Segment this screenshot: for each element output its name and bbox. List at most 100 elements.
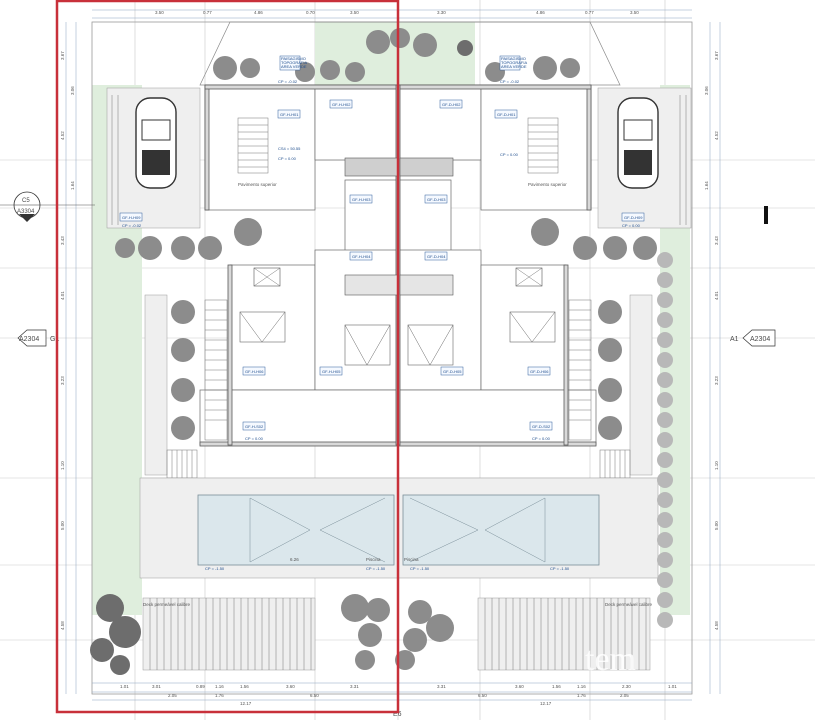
- room-tag: GF-H-H02: [332, 102, 351, 107]
- dim-label: 3.23: [714, 376, 719, 385]
- dim-label: 2.05: [168, 693, 177, 698]
- dim-right: 3.67 4.52 3.06 1.64 3.43 4.01 3.23 5.00 …: [704, 51, 719, 630]
- garden-tag: AREA VERDE: [501, 64, 527, 69]
- room-tag: GF-H-H05: [322, 369, 341, 374]
- dim-label: 3.43: [60, 236, 65, 245]
- walkway-left: [144, 294, 168, 476]
- dim-label: 3.50: [630, 10, 639, 15]
- dim-label: 4.52: [60, 131, 65, 140]
- dim-label: 3.43: [714, 236, 719, 245]
- level-tag: CP = -0.02: [278, 79, 298, 84]
- level-tag: CP = -0.02: [500, 79, 520, 84]
- elevation-letter-left: G1: [50, 336, 59, 343]
- pool-level-right: CP = -1.50: [410, 566, 430, 571]
- parking-left: [142, 597, 316, 671]
- dim-label: 12.17: [240, 701, 252, 706]
- highlight-selection-rectangle[interactable]: [55, 0, 400, 714]
- dim-label: 3.67: [60, 51, 65, 60]
- elevation-letter-right: A1: [730, 336, 739, 343]
- dim-label: 5.00: [714, 521, 719, 530]
- axis-label-bottom: E6: [393, 711, 402, 718]
- dim-label: 4.01: [60, 291, 65, 300]
- parking-label-left: Deck permeável calibre: [143, 602, 191, 607]
- room-tag: GF-H-H03: [352, 197, 371, 202]
- room-tag: GF-D-H04: [427, 254, 446, 259]
- pool-right-slope2: [484, 497, 546, 563]
- room-tags: GF-H-H01 GF-H-H02 GF-H-H03 GF-H-H04 GF-H…: [119, 99, 645, 431]
- dim-label: 5.00: [60, 521, 65, 530]
- dim-label: 4.58: [714, 621, 719, 630]
- pool-width-label: 6.26: [290, 557, 299, 562]
- level-tag: CP = 0.00: [622, 223, 641, 228]
- level-annotations: CP = -0.02 CS4 = 50.55 CP = 0.00 CP = -0…: [122, 55, 641, 441]
- dim-top: 3.50 0.77 4.86 0.70 3.50 3.30 4.86 0.77 …: [155, 10, 639, 15]
- garden-tag: TOPOGRAFIA: [281, 60, 307, 65]
- pool-left: [197, 494, 395, 566]
- dim-label: 3.06: [704, 86, 709, 95]
- level-tag: CS4 = 50.55: [278, 146, 301, 151]
- dim-label: 1.56: [240, 684, 249, 689]
- parking-label-right: Deck permeável calibre: [605, 602, 653, 607]
- watermark: tem: [585, 641, 636, 678]
- dim-label: 3.60: [286, 684, 295, 689]
- dim-label: 3.01: [152, 684, 161, 689]
- dim-label: 1.76: [577, 693, 586, 698]
- dim-label: 1.10: [714, 461, 719, 470]
- elevation-marker-right[interactable]: A1 A2304: [730, 329, 776, 347]
- dim-label: 0.77: [203, 10, 212, 15]
- dim-label: 3.23: [60, 376, 65, 385]
- elevation-ref-left: A2304: [19, 336, 39, 343]
- dim-label: 1.64: [70, 181, 75, 190]
- dim-label: 3.60: [515, 684, 524, 689]
- dim-label: 0.70: [306, 10, 315, 15]
- room-tag: GF-H-H06: [245, 369, 264, 374]
- dim-label: 1.56: [552, 684, 561, 689]
- walkway-right: [629, 294, 653, 476]
- section-cut-mark-right: [764, 206, 768, 224]
- stair-label-left: Pavimento superior: [238, 182, 277, 187]
- room-tag: GF-D-H09: [624, 215, 643, 220]
- dim-label: 6.50: [310, 693, 319, 698]
- dim-label: 3.31: [437, 684, 446, 689]
- pool-left-slope2: [319, 497, 386, 563]
- room-tag: GF-D-H01: [497, 112, 516, 117]
- elevation-ref-right: A2304: [750, 336, 770, 343]
- elevation-marker-left[interactable]: A2304 G1: [17, 329, 59, 347]
- carport-left: [106, 87, 201, 229]
- room-tag: GF-H-H04: [352, 254, 371, 259]
- dim-label: 1.01: [668, 684, 677, 689]
- section-marker-bottom: A3304: [17, 209, 35, 215]
- dim-label: 12.17: [540, 701, 552, 706]
- section-marker-left[interactable]: C5 A3304: [0, 191, 95, 222]
- room-tag: GF-D-H03: [427, 197, 446, 202]
- garden-tag: TOPOGRAFIA: [501, 60, 527, 65]
- dim-label: 3.50: [350, 10, 359, 15]
- dim-label: 0.89: [196, 684, 205, 689]
- pool-right-label: Piscina: [404, 557, 419, 562]
- pool-level-left: CP = -1.50: [205, 566, 225, 571]
- pool-right-slope: [409, 497, 479, 563]
- dim-label: 1.64: [704, 181, 709, 190]
- dim-label: 3.67: [714, 51, 719, 60]
- pool-right: [402, 494, 600, 566]
- dim-label: 2.05: [620, 693, 629, 698]
- section-marker-top: C5: [22, 198, 30, 204]
- pool-left-label: Piscina: [366, 557, 381, 562]
- room-tag: GF-H-S02: [245, 424, 264, 429]
- dimension-lines: [65, 9, 721, 701]
- carport-right: [597, 87, 692, 229]
- dim-label: 0.77: [585, 10, 594, 15]
- dim-label: 4.52: [714, 131, 719, 140]
- pool-level-mid: CP = -1.50: [366, 566, 386, 571]
- stair-label-right: Pavimento superior: [528, 182, 567, 187]
- room-tag: GF-D-H02: [442, 102, 461, 107]
- dim-label: 3.06: [70, 86, 75, 95]
- dim-label: 4.01: [714, 291, 719, 300]
- garden-tag: AREA VERDE: [281, 64, 307, 69]
- dim-label: 3.30: [437, 10, 446, 15]
- room-tag: GF-D-H05: [443, 369, 462, 374]
- pool-left-slope: [249, 497, 311, 563]
- dim-label: 3.50: [155, 10, 164, 15]
- level-tag: CP = 0.00: [278, 156, 297, 161]
